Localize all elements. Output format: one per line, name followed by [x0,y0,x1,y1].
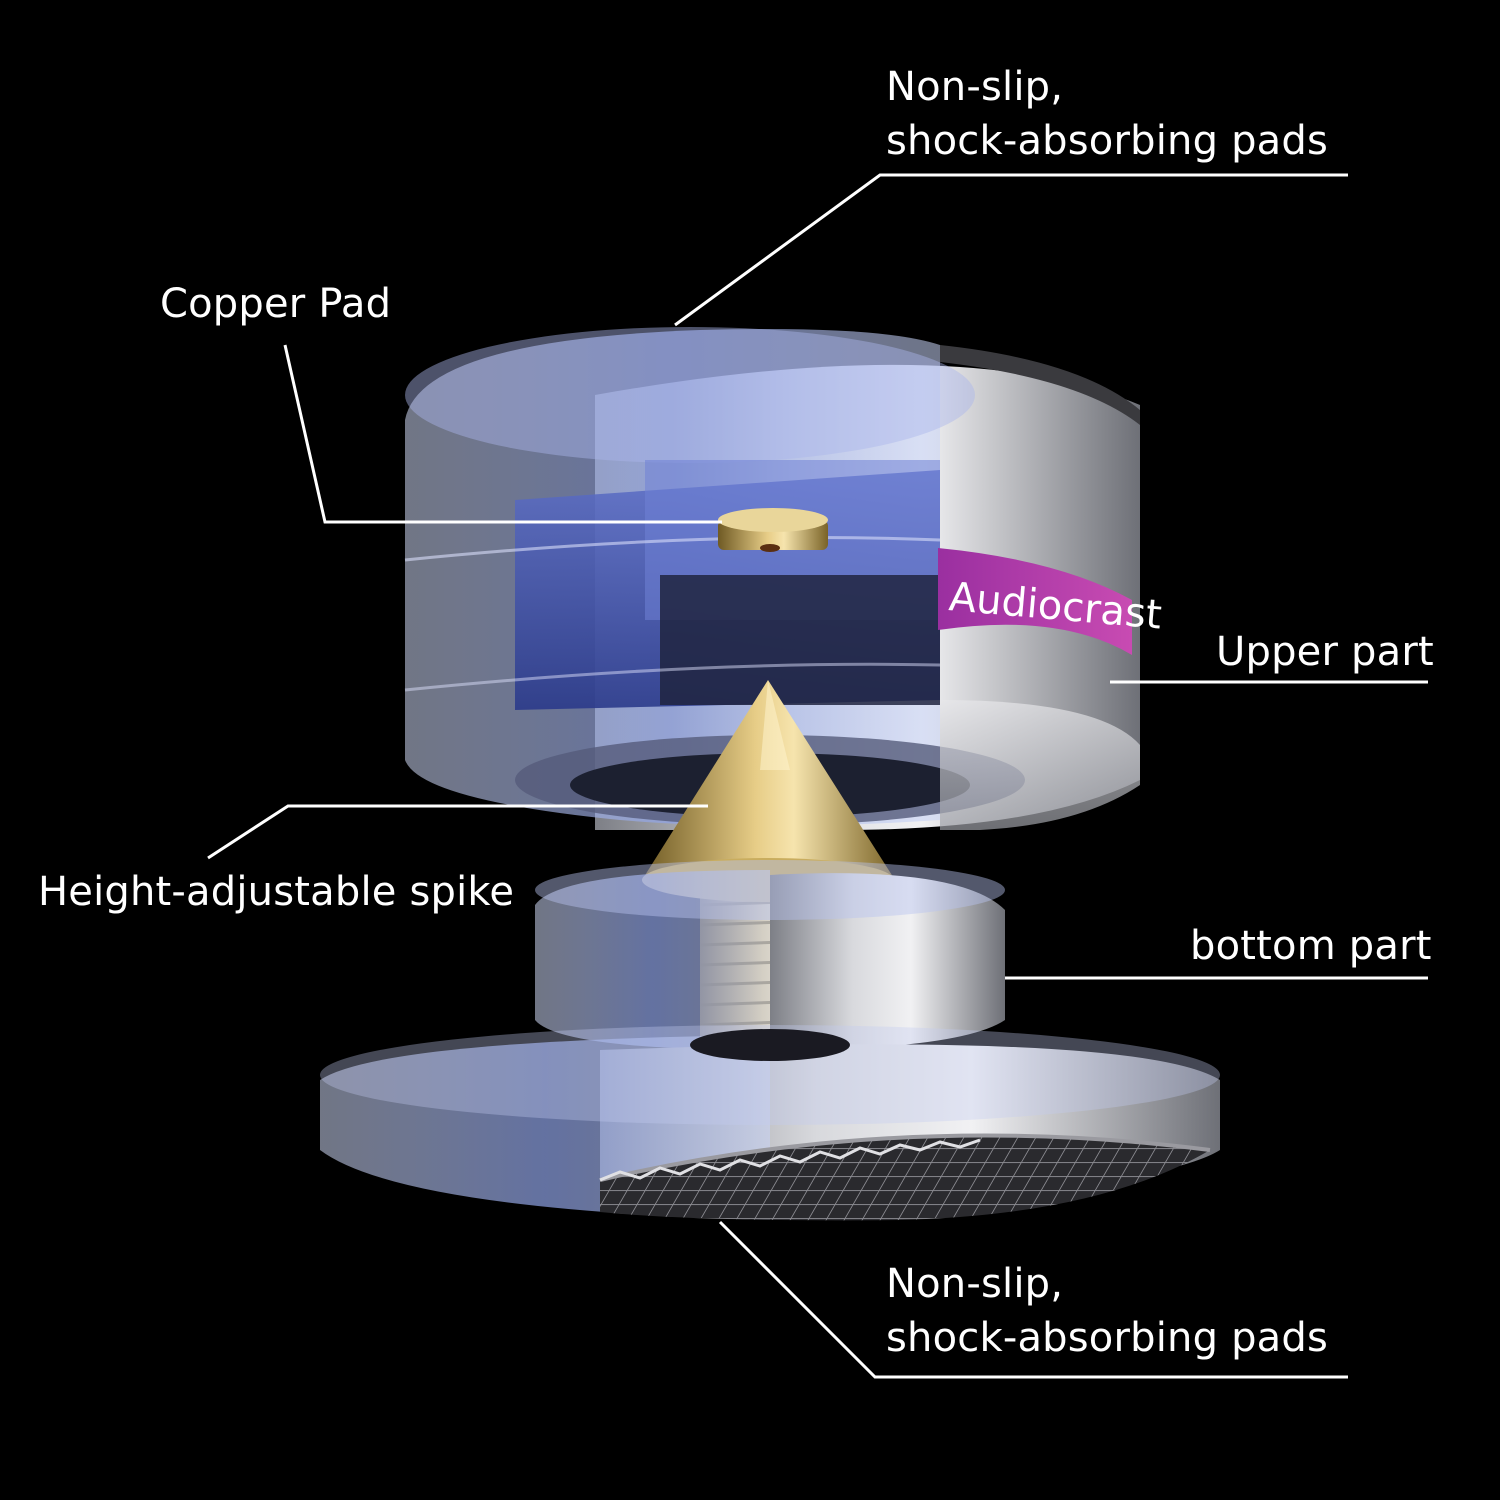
label-top-pads-line1: Non-slip, [886,64,1064,110]
leader-copper-pad [283,344,722,524]
label-bottom-pads-line1: Non-slip, [886,1261,1064,1307]
copper-pad [718,508,828,552]
label-height-adjustable-spike: Height-adjustable spike [38,869,515,915]
label-bottom-part: bottom part [1190,923,1432,969]
upper-part-body [404,327,1140,830]
label-copper-pad: Copper Pad [160,281,392,327]
label-bottom-non-slip-pads: Non-slip, shock-absorbing pads [886,1257,1328,1365]
leader-bottom-pads [718,1220,1348,1379]
label-bottom-pads-line2: shock-absorbing pads [886,1315,1329,1361]
bottom-part-body [320,860,1220,1221]
leader-lines [207,173,1428,1379]
label-top-pads-line2: shock-absorbing pads [886,118,1329,164]
label-top-non-slip-pads: Non-slip, shock-absorbing pads [886,60,1328,168]
leader-top-pads [674,173,1348,327]
label-upper-part: Upper part [1216,629,1434,675]
leader-spike [207,804,708,860]
